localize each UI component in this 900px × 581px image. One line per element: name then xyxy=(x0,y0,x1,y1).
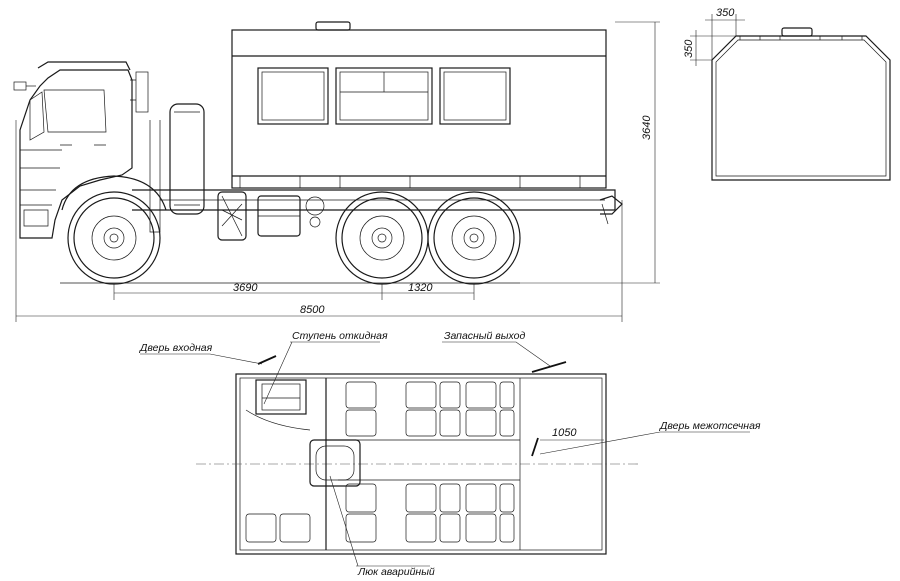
label-entry-door: Дверь входная xyxy=(139,342,213,354)
side-view-dimensions xyxy=(15,21,660,322)
rear-view xyxy=(690,14,891,181)
floor-plan xyxy=(196,355,640,555)
dim-side-door-offset: 1050 xyxy=(552,427,577,439)
label-partition-door: Дверь межотсечная xyxy=(659,420,761,432)
label-emergency-exit: Запасный выход xyxy=(444,330,525,342)
dim-overall-height: 3640 xyxy=(641,115,653,140)
dim-wheelbase: 3690 xyxy=(233,282,258,294)
truck-side-view xyxy=(13,21,623,285)
dim-roof-bevel-width: 350 xyxy=(716,7,735,19)
dim-axle-spacing: 1320 xyxy=(408,282,433,294)
dim-overall-length: 8500 xyxy=(300,304,325,316)
label-folding-step: Ступень откидная xyxy=(292,330,388,342)
plan-leaders xyxy=(140,341,750,567)
dim-roof-bevel-height: 350 xyxy=(683,39,695,58)
label-emergency-hatch: Люк аварийный xyxy=(357,566,435,578)
